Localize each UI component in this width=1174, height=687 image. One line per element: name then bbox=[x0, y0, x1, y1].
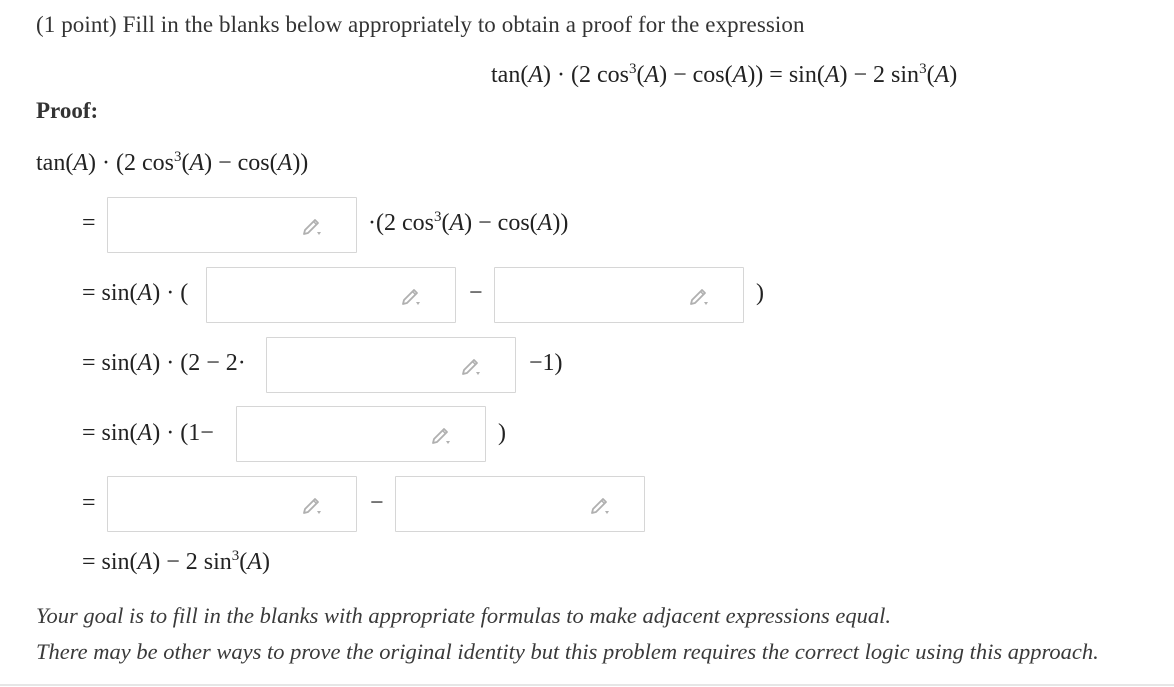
step-4-suffix: ) bbox=[498, 420, 506, 446]
step-6-final: = sin(A) − 2 sin3(A) bbox=[82, 548, 270, 576]
step-3-suffix: −1) bbox=[529, 350, 563, 376]
pencil-edit-icon[interactable] bbox=[431, 424, 455, 446]
step-1-suffix: ·(2 cos3(A) − cos(A)) bbox=[368, 209, 569, 237]
answer-blank-7[interactable] bbox=[395, 476, 645, 532]
answer-blank-2[interactable] bbox=[206, 267, 456, 323]
answer-blank-4[interactable] bbox=[266, 337, 516, 393]
answer-blank-6[interactable] bbox=[107, 476, 357, 532]
instructions-note: Your goal is to fill in the blanks with … bbox=[36, 598, 1099, 670]
pencil-edit-icon[interactable] bbox=[689, 285, 713, 307]
answer-blank-1[interactable] bbox=[107, 197, 357, 253]
pencil-edit-icon[interactable] bbox=[302, 215, 326, 237]
step-2-suffix: ) bbox=[756, 280, 764, 306]
pencil-edit-icon[interactable] bbox=[461, 355, 485, 377]
identity-text: tan(A) · (2 cos3(A) − cos(A)) = sin(A) −… bbox=[491, 61, 958, 89]
step-2-minus: − bbox=[469, 280, 483, 306]
answer-blank-3[interactable] bbox=[494, 267, 744, 323]
step-1-prefix: = bbox=[82, 210, 96, 236]
proof-label: Proof: bbox=[36, 98, 99, 123]
answer-blank-5[interactable] bbox=[236, 406, 486, 462]
identity-display: tan(A) · (2 cos3(A) − cos(A)) = sin(A) −… bbox=[491, 62, 957, 89]
bottom-divider bbox=[0, 684, 1174, 686]
step-5-prefix: = bbox=[82, 490, 96, 516]
proof-start: tan(A) · (2 cos3(A) − cos(A)) bbox=[36, 149, 309, 177]
step-4-prefix: = sin(A) · (1− bbox=[82, 420, 214, 446]
instructions-line-1: Your goal is to fill in the blanks with … bbox=[36, 603, 891, 628]
pencil-edit-icon[interactable] bbox=[401, 285, 425, 307]
problem-intro: (1 point) Fill in the blanks below appro… bbox=[36, 12, 805, 37]
pencil-edit-icon[interactable] bbox=[302, 494, 326, 516]
step-3-prefix: = sin(A) · (2 − 2· bbox=[82, 350, 246, 376]
pencil-edit-icon[interactable] bbox=[590, 494, 614, 516]
step-2-prefix: = sin(A) · ( bbox=[82, 280, 189, 306]
step-5-minus: − bbox=[370, 490, 384, 516]
instructions-line-2: There may be other ways to prove the ori… bbox=[36, 639, 1099, 664]
